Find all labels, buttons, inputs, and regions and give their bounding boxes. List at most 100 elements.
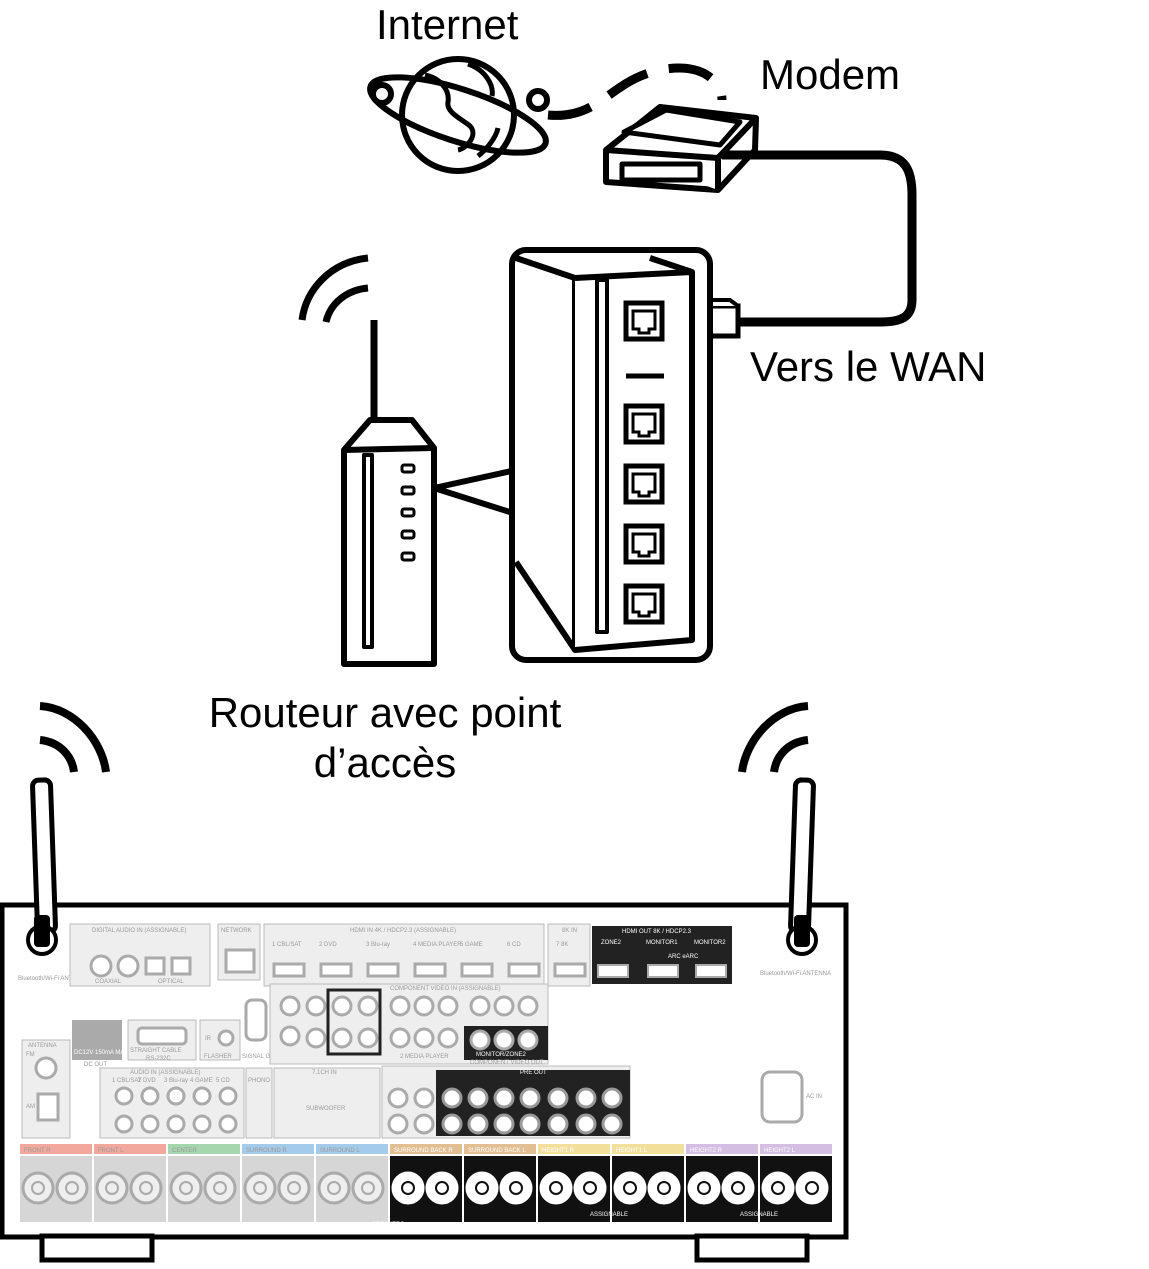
- speaker-terminal-group: HEIGHT1 L: [612, 1144, 684, 1222]
- zone-preout-jack: [413, 1113, 435, 1135]
- hdmi-out-label: HDMI OUT 8K / HDCP2.3: [622, 929, 692, 935]
- hdmi-port: [460, 962, 494, 978]
- bt-antenna-label-right: Bluetooth/Wi-Fi ANTENNA: [760, 971, 831, 977]
- speaker-binding-post: [55, 1171, 89, 1205]
- flasher-label: FLASHER: [204, 1054, 232, 1060]
- speaker-group-label: CENTER: [172, 1148, 197, 1154]
- monitor-video-block: [326, 988, 382, 1056]
- dc-out-spec-label: DC12V 150mA MAX.: [74, 1050, 130, 1056]
- ch71-in-label: 7.1CH IN: [312, 1070, 337, 1076]
- speaker-binding-post: [647, 1171, 681, 1205]
- speaker-group-label: FRONT L: [98, 1148, 124, 1154]
- straight-cable-label: STRAIGHT CABLE: [130, 1048, 182, 1054]
- speaker-terminals: FRONT R FRONT L CENTER SURROUND R SURROUND L…: [20, 1144, 832, 1222]
- router-port-panel: [509, 247, 713, 663]
- signal-gnd-label: SIGNAL GND: [242, 1054, 279, 1060]
- speaker-terminal-group: HEIGHT2 R: [686, 1144, 758, 1222]
- hdmi-port: [319, 962, 353, 978]
- speaker-group-label: HEIGHT1 R: [542, 1148, 575, 1154]
- video-jack: [305, 995, 327, 1017]
- video-jack: [493, 995, 515, 1017]
- video-jack: [305, 1027, 327, 1049]
- assignable-label-1: ASSIGNABLE: [590, 1212, 628, 1218]
- component-video-jacks: [279, 988, 539, 1056]
- component-video-in-label: COMPONENT VIDEO IN (ASSIGNABLE): [390, 986, 501, 992]
- preout-jack: [519, 1087, 541, 1109]
- pre-out-jacks: [387, 1087, 623, 1135]
- audio-in-input-label: 2 DVD: [138, 1078, 156, 1084]
- wan-cable: [722, 150, 917, 327]
- speaker-group-label: SURROUND L: [320, 1148, 360, 1154]
- speaker-group-label: HEIGHT2 R: [690, 1148, 723, 1154]
- rca-jack: [114, 1086, 134, 1106]
- preout-jack: [547, 1087, 569, 1109]
- speaker-group-label: SURROUND BACK L: [468, 1148, 526, 1154]
- preout-jack: [575, 1087, 597, 1109]
- audio-in-input-label: 1 CBL/SAT: [112, 1078, 142, 1084]
- router-wifi-icon: [298, 254, 369, 323]
- speaker-terminal-group: SURROUND BACK L: [464, 1144, 536, 1222]
- hdmi-in-label: HDMI IN 4K / HDCP2.3 (ASSIGNABLE): [350, 928, 456, 934]
- video-jack: [389, 995, 411, 1017]
- speaker-group-label: HEIGHT1 L: [616, 1148, 648, 1154]
- assignable-label-2: ASSIGNABLE: [740, 1212, 778, 1218]
- video-jack: [413, 1027, 435, 1049]
- rca-jack: [192, 1114, 212, 1134]
- preout-jack: [519, 1113, 541, 1135]
- monitor-zone2-label: MONITOR/ZONE2: [476, 1052, 527, 1058]
- video-jack: [389, 1027, 411, 1049]
- preout-jack: [547, 1113, 569, 1135]
- lan-port: [623, 403, 665, 445]
- hdmi-input-label: 2 DVD: [319, 942, 337, 948]
- router-lan-ports: [623, 300, 665, 625]
- component-video-out-label: COMPONENT VIDEO OUT: [470, 1060, 544, 1066]
- fm-label: FM: [26, 1052, 35, 1058]
- wan-label: Vers le WAN: [750, 343, 987, 390]
- monitor1-label: MONITOR1: [646, 940, 678, 946]
- preout-jack: [467, 1087, 489, 1109]
- speaker-binding-post: [277, 1171, 311, 1205]
- pre-out-label: PRE OUT: [520, 1070, 547, 1076]
- eight-k-port-label: 7 8K: [556, 942, 568, 948]
- speaker-binding-post: [539, 1171, 573, 1205]
- router-zoom-callout: [433, 467, 517, 517]
- rca-jack: [166, 1114, 186, 1134]
- preout-jack: [575, 1113, 597, 1135]
- speaker-binding-post: [795, 1171, 829, 1205]
- internet-modem-link: [547, 63, 727, 120]
- video-jack: [437, 995, 459, 1017]
- video-jack: [469, 1029, 491, 1051]
- zone-preout-jack: [413, 1087, 435, 1109]
- audio-in-label: AUDIO IN (ASSIGNABLE): [130, 1070, 200, 1076]
- video-jack: [437, 1027, 459, 1049]
- rca-jack: [192, 1086, 212, 1106]
- av-receiver-rear-panel: Bluetooth/Wi-Fi ANTENNA Bluetooth/Wi-Fi …: [0, 777, 849, 1263]
- speaker-terminal-group: FRONT L: [94, 1144, 166, 1222]
- preout-jack: [441, 1113, 463, 1135]
- preout-jack: [441, 1087, 463, 1109]
- speaker-group-label: FRONT R: [24, 1148, 51, 1154]
- speaker-binding-post: [721, 1171, 755, 1205]
- ac-in-label: AC IN: [806, 1094, 822, 1100]
- speaker-binding-post: [465, 1171, 499, 1205]
- digital-audio-in-label: DIGITAL AUDIO IN (ASSIGNABLE): [92, 928, 186, 934]
- modem-label: Modem: [760, 51, 901, 98]
- preout-jack: [467, 1113, 489, 1135]
- preout-jack: [493, 1113, 515, 1135]
- speaker-terminal-group: SURROUND R: [242, 1144, 314, 1222]
- video-jack: [357, 1027, 379, 1049]
- router-label-line2: d’accès: [313, 739, 457, 786]
- audio-in-input-label: 4 GAME: [190, 1078, 213, 1084]
- hdmi-input-label: 4 MEDIA PLAYER: [413, 942, 462, 948]
- preout-jack: [493, 1087, 515, 1109]
- modem-icon: [603, 104, 759, 193]
- speaker-binding-post: [391, 1171, 425, 1205]
- speaker-terminal-group: SURROUND BACK R: [390, 1144, 462, 1222]
- subwoofer-label: SUBWOOFER: [306, 1106, 346, 1112]
- speaker-terminal-group: HEIGHT1 R: [538, 1144, 610, 1222]
- speaker-binding-post: [613, 1171, 647, 1205]
- speaker-binding-post: [203, 1171, 237, 1205]
- speaker-terminal-group: HEIGHT2 L: [760, 1144, 832, 1222]
